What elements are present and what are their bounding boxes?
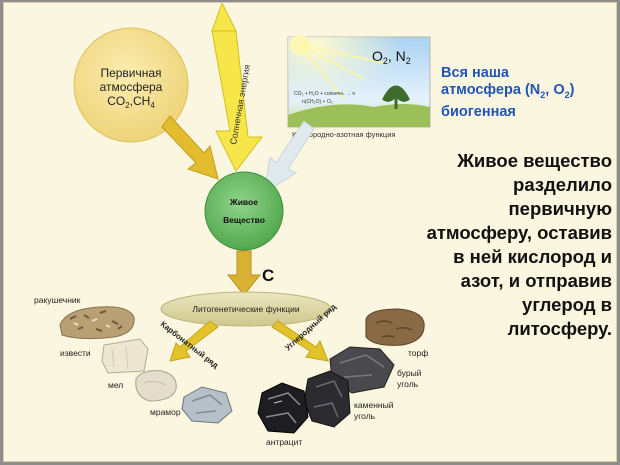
limestone-label: извести bbox=[60, 348, 91, 358]
brown-coal-label-1: бурый bbox=[397, 368, 422, 378]
photosynthesis-card: O2, N2 CO₂ + H₂O + солнечн. → n n(CH₂O) … bbox=[287, 35, 431, 139]
primary-atmosphere-node: Первичная атмосфера CO2,CH4 bbox=[73, 27, 189, 143]
biogenic-title-line3: биогенная bbox=[441, 103, 516, 120]
litho-functions-ellipse bbox=[160, 291, 332, 327]
main-text-line: в ней кислород и bbox=[453, 246, 612, 267]
shells-rock bbox=[59, 306, 135, 340]
living-matter-line2: Вещество bbox=[223, 215, 265, 225]
arrow-carbon bbox=[271, 320, 329, 362]
litho-functions-label: Литогенетические функции bbox=[192, 304, 299, 314]
slide: Первичная атмосфера CO2,CH4 Солнечная эн… bbox=[3, 2, 617, 462]
photo-equation-2: n(CH₂O) + O₂ bbox=[302, 99, 333, 105]
photo-equation-1: CO₂ + H₂O + солнечн. → n bbox=[294, 91, 355, 97]
arrow-living-to-litho bbox=[226, 250, 262, 296]
marble-label: мрамор bbox=[150, 407, 181, 417]
limestone-rock bbox=[101, 338, 149, 374]
living-matter-circle bbox=[204, 171, 284, 251]
living-matter-node: Живое Вещество bbox=[204, 171, 284, 251]
biogenic-title-line2: атмосфера (N2, O2) bbox=[441, 82, 575, 100]
primary-atmosphere-circle bbox=[73, 27, 189, 143]
peat-label: торф bbox=[408, 348, 428, 358]
main-text-line: атмосферу, оставив bbox=[426, 222, 612, 243]
main-text-line: разделило bbox=[513, 174, 612, 195]
anthracite-rock bbox=[257, 382, 309, 434]
biogenic-title-line1: Вся наша bbox=[441, 65, 509, 81]
primary-atmosphere-formula: CO2,CH4 bbox=[107, 94, 155, 110]
photo-gases: O2, N2 bbox=[372, 48, 411, 66]
shells-label: ракушечник bbox=[34, 295, 81, 305]
arrow-card-to-living bbox=[263, 120, 315, 195]
arrow-carbonate bbox=[169, 320, 219, 362]
main-text-line: литосферу. bbox=[507, 318, 612, 339]
litho-functions-node: Литогенетические функции bbox=[160, 291, 332, 327]
carbon-label: C bbox=[262, 266, 274, 285]
diagram-canvas: Первичная атмосфера CO2,CH4 Солнечная эн… bbox=[34, 3, 431, 447]
biogenic-atmosphere-title: Вся наша атмосфера (N2, O2) биогенная bbox=[441, 65, 611, 121]
main-text-line: первичную bbox=[508, 198, 612, 219]
main-text-line: азот, и отправив bbox=[460, 270, 612, 291]
primary-atmosphere-line2: атмосфера bbox=[100, 80, 163, 94]
brown-coal-label-2: уголь bbox=[397, 379, 419, 389]
tree-icon bbox=[382, 85, 410, 109]
solar-energy-arrow: Солнечная энергия bbox=[211, 3, 264, 172]
chalk-label: мел bbox=[108, 380, 123, 390]
hard-coal-label-2: уголь bbox=[354, 411, 376, 421]
anthracite-label: антрацит bbox=[266, 437, 302, 447]
hard-coal-label-1: каменный bbox=[354, 400, 394, 410]
main-text-line: Живое вещество bbox=[457, 150, 612, 171]
hard-coal-rock bbox=[303, 370, 351, 428]
main-text-line: углерод в bbox=[522, 294, 612, 315]
photo-caption: Кислородно-азотная функция bbox=[292, 130, 395, 139]
arrow-primary-to-living bbox=[161, 115, 219, 180]
primary-atmosphere-line1: Первичная bbox=[100, 66, 161, 80]
peat-rock bbox=[365, 308, 425, 346]
chalk-rock bbox=[135, 370, 177, 402]
marble-rock bbox=[181, 386, 233, 424]
main-text: Живое вещество разделило первичную атмос… bbox=[376, 149, 612, 341]
living-matter-line1: Живое bbox=[229, 197, 258, 207]
